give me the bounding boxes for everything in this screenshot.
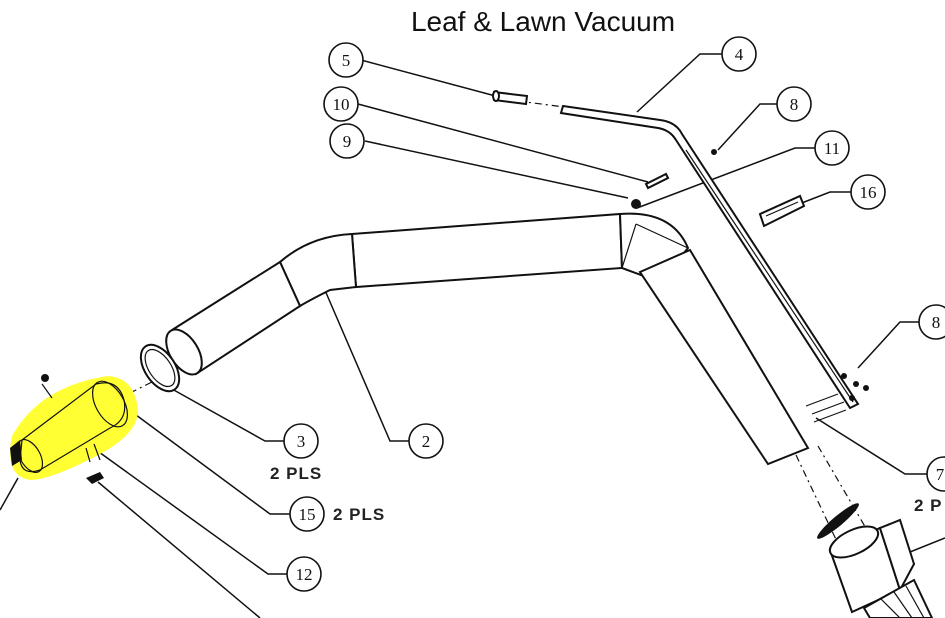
diagram-title: Leaf & Lawn Vacuum (411, 6, 675, 37)
callout-11: 11 (814, 130, 850, 166)
callout-7: 7 2 P (914, 456, 945, 515)
callout-2-label: 2 (422, 432, 431, 451)
hardware-pieces (631, 149, 869, 423)
callout-7-note: 2 P (914, 496, 943, 515)
callout-12-label: 12 (296, 565, 313, 584)
callout-16-label: 16 (860, 183, 877, 202)
main-tube (165, 212, 810, 466)
callout-10: 10 (323, 86, 359, 122)
callout-4-label: 4 (735, 45, 744, 64)
callout-8-top-label: 8 (790, 95, 799, 114)
callout-9: 9 (329, 123, 365, 159)
callout-5: 5 (328, 42, 364, 78)
nozzle-assembly (817, 503, 934, 618)
highlighted-coupling (10, 374, 139, 484)
callout-12: 12 (286, 556, 322, 592)
handle-bar (559, 104, 860, 410)
callout-4: 4 (721, 36, 757, 72)
callout-10-label: 10 (333, 95, 350, 114)
callout-3: 3 2 PLS (270, 423, 322, 483)
callout-8-top: 8 (776, 86, 812, 122)
callout-11-label: 11 (824, 139, 840, 158)
callout-15: 15 2 PLS (289, 496, 385, 532)
handle-grip (492, 90, 529, 106)
callout-15-label: 15 (299, 505, 316, 524)
callout-3-label: 3 (297, 432, 306, 451)
callout-2: 2 (408, 423, 444, 459)
ring-clamp (139, 343, 181, 393)
callout-5-label: 5 (342, 51, 351, 70)
leader-lines (0, 53, 945, 618)
callout-7-label: 7 (936, 465, 945, 484)
callout-16: 16 (850, 174, 886, 210)
callout-8-right: 8 (918, 304, 945, 340)
callout-9-label: 9 (343, 132, 352, 151)
callout-8-right-label: 8 (932, 313, 941, 332)
highlight-mark (10, 376, 139, 480)
callout-15-note: 2 PLS (333, 505, 385, 524)
callout-3-note: 2 PLS (270, 464, 322, 483)
